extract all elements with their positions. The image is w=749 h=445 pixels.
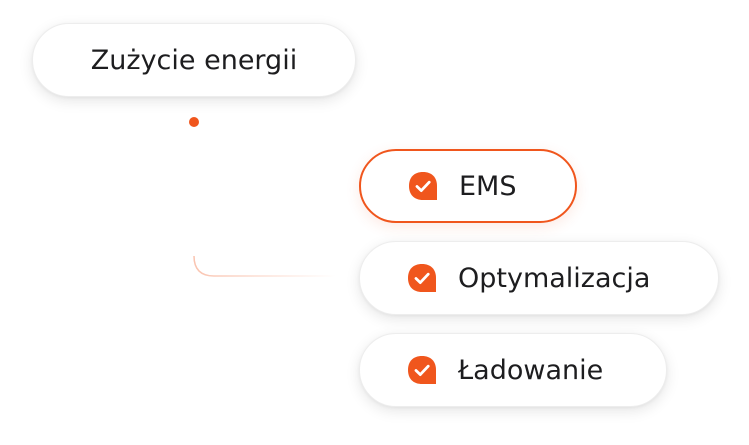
check-badge-icon <box>409 172 437 200</box>
option-ladowanie[interactable]: Ładowanie <box>359 333 667 407</box>
root-node-label: Zużycie energii <box>90 44 298 76</box>
check-badge-icon <box>408 356 436 384</box>
option-ems-label: EMS <box>459 170 517 202</box>
option-optymalizacja[interactable]: Optymalizacja <box>359 241 719 315</box>
check-badge-icon <box>408 264 436 292</box>
option-optymalizacja-label: Optymalizacja <box>458 262 651 294</box>
option-ladowanie-label: Ładowanie <box>458 354 604 386</box>
option-ems[interactable]: EMS <box>359 149 577 223</box>
root-node: Zużycie energii <box>32 23 356 97</box>
